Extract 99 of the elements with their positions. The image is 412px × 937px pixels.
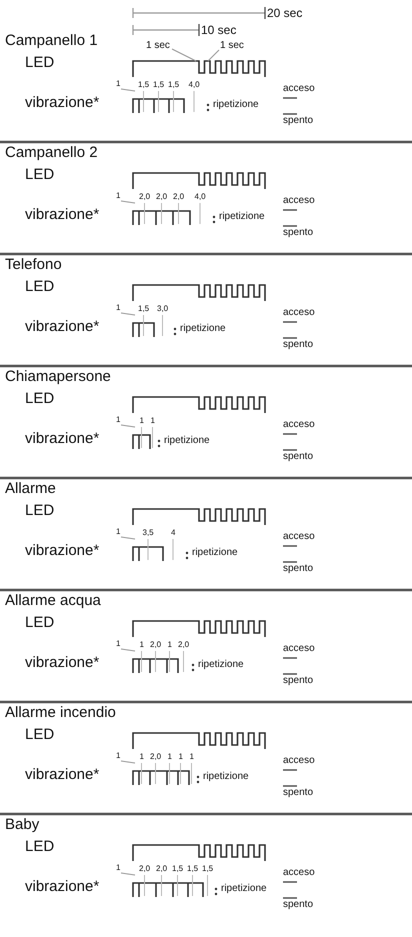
level-label: acceso <box>283 308 315 318</box>
level-label: spento <box>283 228 314 238</box>
duration-label: 2,0 <box>150 753 162 761</box>
level-label: spento <box>283 452 314 462</box>
level-label: spento <box>283 788 314 798</box>
row-label: vibrazione* <box>25 879 100 894</box>
duration-label: 1,5 <box>138 81 150 89</box>
duration-label: 3,5 <box>142 529 154 537</box>
duration-label: 4,0 <box>194 193 206 201</box>
duration-label: 1 <box>140 641 144 649</box>
duration-label: 4 <box>171 529 176 537</box>
level-label: spento <box>283 900 314 910</box>
duration-label: 1,5 <box>202 865 214 873</box>
duration-label: 1 <box>168 753 172 761</box>
duration-label: 2,0 <box>156 193 168 201</box>
duration-label: 4,0 <box>188 81 200 89</box>
row-label: LED <box>25 727 54 742</box>
section-title: Baby <box>5 817 40 832</box>
row-label: vibrazione* <box>25 207 100 222</box>
callout-label: 1 <box>116 528 120 536</box>
leader-line <box>120 760 136 764</box>
duration-label: 1 <box>178 753 183 761</box>
duration-label: 1 <box>150 417 155 425</box>
callout-label: 1 <box>116 864 120 872</box>
row-label: vibrazione* <box>25 767 100 782</box>
duration-label: 2,0 <box>139 865 150 873</box>
duration-label: 1,5 <box>138 305 150 313</box>
row-label: LED <box>25 839 54 854</box>
level-label: acceso <box>283 532 315 542</box>
leader-line <box>120 200 136 204</box>
level-label: spento <box>283 340 314 350</box>
led-waveform <box>132 60 266 77</box>
duration-label: 2,0 <box>173 193 184 201</box>
vibration-waveform <box>132 874 218 898</box>
callout-label: 1 <box>116 416 120 424</box>
callout-label: 1 <box>116 192 120 200</box>
section-title: Allarme acqua <box>5 593 101 608</box>
row-label: LED <box>25 279 54 294</box>
section-title: Campanello 1 <box>5 33 98 48</box>
vibration-waveform <box>132 202 216 226</box>
row-label: LED <box>25 55 54 70</box>
row-label: vibrazione* <box>25 95 100 110</box>
vibration-waveform <box>132 426 160 450</box>
duration-label: 1,5 <box>172 865 184 873</box>
duration-label: 2,0 <box>139 193 150 201</box>
vibration-waveform <box>132 762 200 786</box>
row-label: vibrazione* <box>25 319 100 334</box>
level-label: acceso <box>283 196 315 206</box>
callout-label: 1 <box>116 640 120 648</box>
section-title: Allarme <box>5 481 56 496</box>
section-title: Allarme incendio <box>5 705 116 720</box>
level-label: acceso <box>283 644 315 654</box>
duration-label: 1,5 <box>168 81 180 89</box>
duration-label: 1 <box>140 417 144 425</box>
row-label: vibrazione* <box>25 655 100 670</box>
leader-line <box>120 648 136 652</box>
level-label: spento <box>283 116 314 126</box>
duration-label: 1 <box>190 753 194 761</box>
leader-line <box>208 50 220 62</box>
duration-label: 2,0 <box>150 641 162 649</box>
vibration-waveform <box>132 538 188 562</box>
row-label: vibrazione* <box>25 543 100 558</box>
level-label: acceso <box>283 420 315 430</box>
callout-label: 1 sec <box>146 41 170 51</box>
callout-label: 1 <box>116 304 120 312</box>
leader-line <box>120 536 136 540</box>
callout-label: 1 <box>116 752 120 760</box>
callout-label: 1 sec <box>220 41 244 51</box>
row-label: LED <box>25 167 54 182</box>
leader-line <box>120 424 136 428</box>
duration-label: 1 <box>140 753 144 761</box>
duration-label: 1,5 <box>187 865 198 873</box>
level-label: acceso <box>283 868 315 878</box>
duration-label: 2,0 <box>156 865 168 873</box>
section-title: Telefono <box>5 257 62 272</box>
leader-line <box>120 88 136 92</box>
row-label: LED <box>25 503 54 518</box>
leader-line <box>120 312 136 316</box>
leader-line <box>172 48 196 62</box>
callout-label: 1 <box>116 80 120 88</box>
dimension-label: 10 sec <box>201 24 236 36</box>
vibration-waveform <box>132 314 176 338</box>
level-label: spento <box>283 676 314 686</box>
duration-label: 3,0 <box>157 305 168 313</box>
level-label: acceso <box>283 84 315 94</box>
row-label: LED <box>25 391 54 406</box>
row-label: vibrazione* <box>25 431 100 446</box>
section-title: Campanello 2 <box>5 145 98 160</box>
vibration-waveform <box>132 90 210 114</box>
vibration-waveform <box>132 650 194 674</box>
duration-label: 1 <box>168 641 172 649</box>
dimension-label: 20 sec <box>267 7 302 19</box>
level-label: acceso <box>283 756 315 766</box>
duration-label: 2,0 <box>178 641 190 649</box>
leader-line <box>120 872 136 876</box>
level-label: spento <box>283 564 314 574</box>
duration-label: 1,5 <box>153 81 164 89</box>
section-title: Chiamapersone <box>5 369 111 384</box>
row-label: LED <box>25 615 54 630</box>
